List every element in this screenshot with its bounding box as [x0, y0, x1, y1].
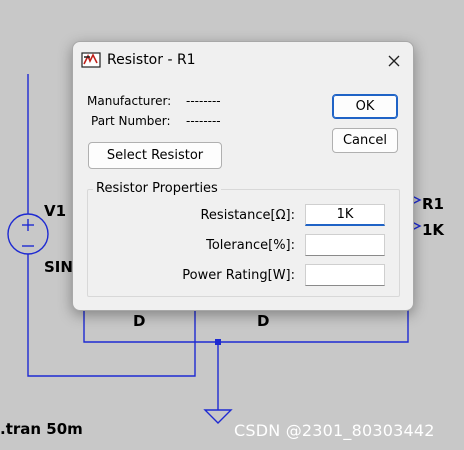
- resistance-label: Resistance[Ω]:: [200, 208, 295, 223]
- ok-button[interactable]: OK: [332, 94, 398, 119]
- source-name-label: V1: [44, 202, 67, 220]
- resistor-name-label: R1: [422, 195, 444, 213]
- cancel-button[interactable]: Cancel: [332, 128, 398, 153]
- select-resistor-button[interactable]: Select Resistor: [88, 142, 222, 169]
- tran-directive[interactable]: .tran 50m: [0, 420, 83, 438]
- diode-2-label: D: [257, 312, 270, 330]
- part-number-label: Part Number:: [91, 114, 171, 128]
- source-type-label: SIN: [44, 258, 73, 276]
- wire: [83, 300, 409, 343]
- group-title: Resistor Properties: [93, 181, 221, 196]
- wire: [27, 260, 196, 377]
- power-rating-label: Power Rating[W]:: [182, 268, 295, 283]
- watermark: CSDN @2301_80303442: [234, 421, 435, 440]
- part-number-value: --------: [186, 114, 221, 128]
- diode-1-label: D: [133, 312, 146, 330]
- close-icon: [388, 55, 400, 67]
- close-button[interactable]: [381, 48, 407, 74]
- wire: [411, 221, 422, 231]
- ground-icon: [203, 409, 233, 424]
- manufacturer-value: --------: [186, 94, 221, 108]
- tolerance-label: Tolerance[%]:: [206, 238, 295, 253]
- resistor-dialog: Resistor - R1 Manufacturer: -------- Par…: [72, 41, 414, 311]
- resistance-field[interactable]: [305, 204, 385, 226]
- manufacturer-label: Manufacturer:: [87, 94, 172, 108]
- resistor-properties-group: [87, 189, 400, 297]
- junction-dot: [215, 339, 221, 345]
- dialog-title: Resistor - R1: [107, 52, 196, 68]
- resistor-value-label: 1K: [422, 221, 445, 239]
- voltage-source-icon: [7, 200, 49, 260]
- tolerance-field[interactable]: [305, 234, 385, 256]
- ltspice-app-icon: [81, 52, 101, 68]
- power-rating-field[interactable]: [305, 264, 385, 286]
- dialog-titlebar[interactable]: Resistor - R1: [73, 42, 413, 80]
- wire: [411, 195, 422, 205]
